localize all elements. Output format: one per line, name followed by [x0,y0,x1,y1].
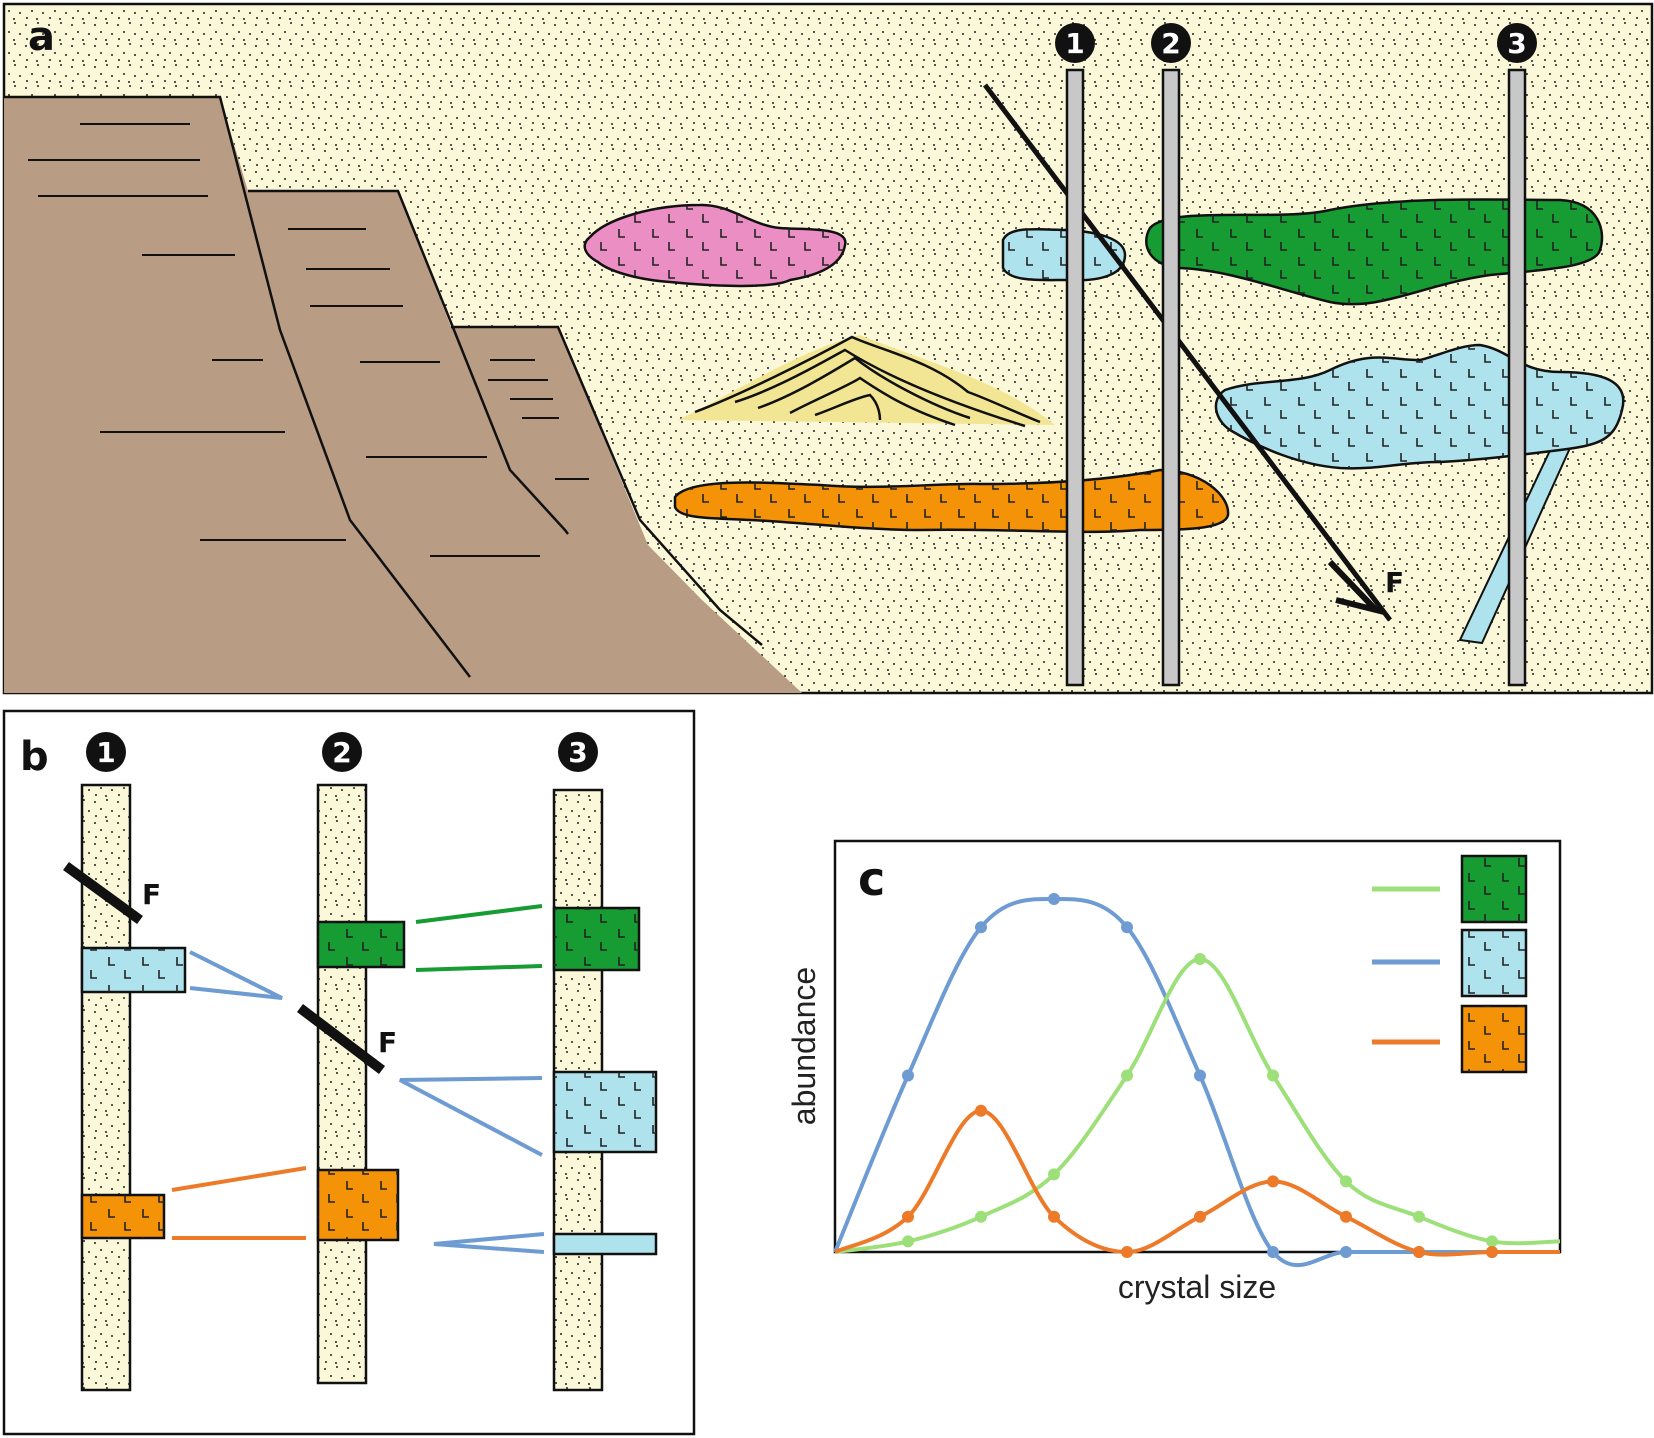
data-point-green-3 [1048,1168,1060,1181]
chart-legend [1372,854,1528,1074]
y-axis-label: abundance [786,967,822,1125]
data-point-light_blue-7 [1340,1246,1352,1258]
panel-c: crystal size abundance [786,839,1562,1305]
panel-label-c: c [858,852,885,906]
col1-orange-symbols [82,1195,164,1238]
fault-arrow-a [1327,559,1386,616]
green-link-top [415,904,543,924]
col3-blue-symbols [554,1072,656,1152]
fault-b-2 [296,1004,386,1074]
green-sill-symbols [1146,199,1602,305]
legend-blue-symbols [1462,930,1526,996]
legend-green-symbols [1462,856,1526,922]
data-point-green-2 [975,1210,987,1223]
cliff-outline-1 [4,95,471,678]
pink-intrusion-symbols [584,204,846,286]
data-point-orange-3 [1048,1210,1060,1223]
data-point-orange-5 [1194,1210,1206,1223]
data-point-green-7 [1340,1175,1352,1188]
data-point-orange-6 [1267,1175,1279,1188]
well-number-b-1: 1 [96,736,115,769]
cliff-outline-2 [248,189,569,535]
data-point-green-4 [1121,1069,1133,1082]
data-point-green-6 [1267,1069,1279,1082]
fault-label-b-2: F [378,1026,397,1059]
blue-pinchout-2 [399,1076,543,1157]
data-point-orange-9 [1486,1246,1498,1258]
blue-pinchout-3 [433,1232,545,1254]
well-badge-b-1: 1 [86,732,126,772]
well-number-b-2: 2 [332,736,351,769]
well-number-a-2: 2 [1161,27,1180,60]
data-point-light_blue-2 [975,921,987,934]
col1-blue-symbols [82,948,185,992]
data-point-orange-7 [1340,1210,1352,1223]
chart-points [902,893,1498,1258]
data-point-orange-4 [1121,1246,1133,1258]
well-badge-b-3: 3 [558,732,598,772]
x-axis-label: crystal size [1118,1269,1276,1305]
legend-orange-symbols [1462,1006,1526,1072]
panel-label-b: b [20,734,49,780]
data-point-green-5 [1194,953,1206,966]
green-link-bottom [415,964,543,972]
data-point-light_blue-6 [1267,1246,1279,1258]
col3-blue-thin-unit [552,1232,658,1256]
fold-lines [694,335,1041,428]
orange-sill-symbols [675,470,1229,532]
data-point-orange-8 [1413,1246,1425,1258]
well-1 [1065,68,1085,687]
well-badge-a-1: 1 [1055,23,1095,63]
chart-frame [833,839,1562,1254]
data-point-green-8 [1413,1210,1425,1223]
data-point-light_blue-3 [1048,893,1060,905]
panel-label-a: a [28,14,55,60]
cliff-outline-3 [451,325,763,646]
correlation-lines [171,904,545,1254]
fault-label-a: F [1385,566,1404,599]
col2-green-symbols [318,922,404,967]
orange-link-top [171,1166,307,1192]
well-3 [1507,68,1527,687]
column-1 [80,783,132,1392]
data-point-green-1 [902,1235,914,1248]
data-point-light_blue-1 [902,1069,914,1082]
cliff-rock [4,97,802,693]
cliff-bedding [28,123,589,557]
fault-b-1 [63,861,143,925]
well-number-a-3: 3 [1507,27,1526,60]
well-badge-a-3: 3 [1497,23,1537,63]
data-point-orange-2 [975,1104,987,1117]
column-2 [316,783,368,1385]
col3-green-symbols [554,908,639,970]
data-point-green-9 [1486,1235,1498,1248]
panel-a [2,2,1654,695]
well-badge-a-2: 2 [1151,23,1191,63]
col2-orange-symbols [318,1170,398,1240]
data-point-light_blue-5 [1194,1069,1206,1082]
well-number-b-3: 3 [568,736,587,769]
blue-pinchout-1 [189,950,283,1000]
well-2 [1161,68,1181,687]
data-point-light_blue-4 [1121,921,1133,934]
fault-label-b-1: F [142,878,161,911]
fault-line-a [983,83,1392,622]
panel-b [2,709,696,1436]
blue-lens-small-symbols [1003,229,1125,281]
well-badge-b-2: 2 [322,732,362,772]
well-number-a-1: 1 [1065,27,1084,60]
data-point-orange-1 [902,1210,914,1223]
